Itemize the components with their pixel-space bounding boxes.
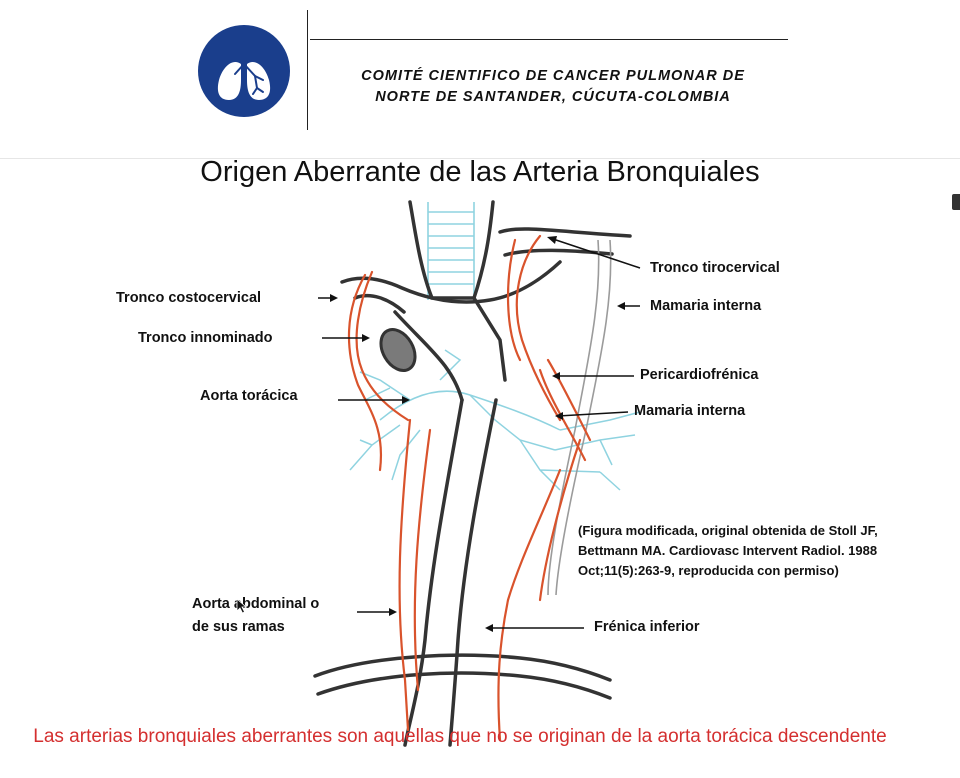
label-aorta-toracica: Aorta torácica (200, 388, 298, 404)
label-mamaria-interna-lower: Mamaria interna (634, 403, 746, 419)
label-pericardiofrenica: Pericardiofrénica (640, 367, 759, 383)
vessel-outlines (313, 200, 632, 747)
label-mamaria-interna-upper: Mamaria interna (650, 298, 762, 314)
header-vertical-rule (307, 10, 308, 130)
header (0, 0, 960, 158)
mouse-cursor-icon (236, 598, 248, 614)
lung-logo-icon (198, 25, 290, 117)
label-aorta-abdominal-line2: de sus ramas (192, 619, 285, 635)
slide-footer-note: Las arterias bronquiales aberrantes son … (33, 726, 887, 747)
trachea (427, 202, 475, 300)
figure-citation: (Figura modificada, original obtenida de… (578, 521, 923, 581)
citation-line-3: Oct;11(5):263-9, reproducida con permiso… (578, 563, 839, 578)
label-frenica-inferior: Frénica inferior (594, 619, 700, 635)
side-scroll-tab[interactable] (952, 194, 960, 210)
organization-name: COMITÉ CIENTIFICO DE CANCER PULMONAR DE … (318, 66, 788, 108)
org-line-1: COMITÉ CIENTIFICO DE CANCER PULMONAR DE (361, 68, 745, 84)
citation-line-2: Bettmann MA. Cardiovasc Intervent Radiol… (578, 543, 878, 558)
org-line-2: NORTE DE SANTANDER, CÚCUTA-COLOMBIA (375, 89, 731, 105)
arrow-heads (330, 236, 625, 632)
label-aorta-abdominal-line1: Aorta abdominal o (192, 596, 320, 612)
slide-divider (0, 158, 960, 159)
label-tronco-tirocervical: Tronco tirocervical (650, 260, 780, 276)
tronco-innominado-shape (379, 328, 417, 372)
bronchial-arteries (347, 234, 592, 742)
label-tronco-costocervical: Tronco costocervical (116, 290, 262, 306)
label-tronco-innominado: Tronco innominado (138, 330, 273, 346)
bronchial-tree (349, 349, 641, 491)
slide-title: Origen Aberrante de las Arteria Bronquia… (200, 156, 760, 188)
citation-line-1: (Figura modificada, original obtenida de… (578, 523, 878, 538)
header-horizontal-rule (310, 39, 788, 40)
